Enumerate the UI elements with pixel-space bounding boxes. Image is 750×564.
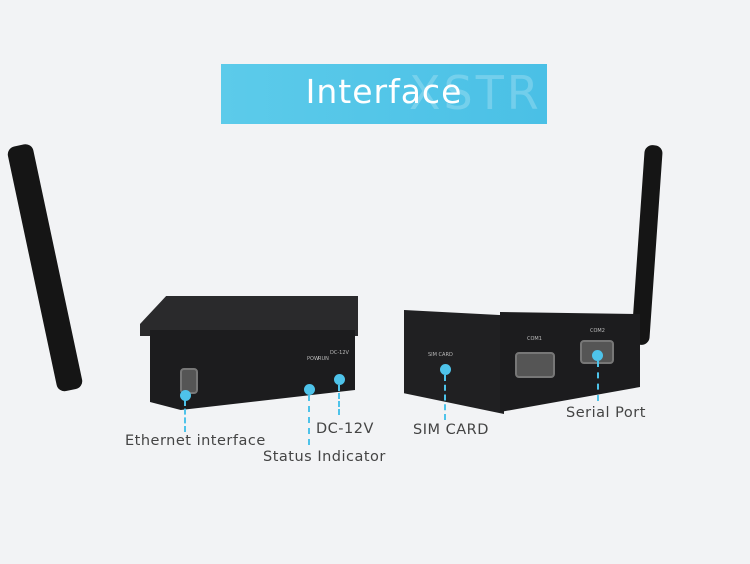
status-label: Status Indicator [263,449,386,465]
sim-marking: SIM CARD [428,352,453,358]
left-antenna [6,142,84,393]
serial-dot [592,350,603,361]
run-marking: RUN [318,356,329,362]
watermark: XSTR [409,66,542,120]
left-device-top [140,296,358,336]
status-line [308,395,310,445]
dc-label: DC-12V [316,421,374,437]
com2-marking: COM2 [590,328,605,334]
sim-dot [440,364,451,375]
dc-line [338,385,340,415]
sim-line [444,375,446,420]
ethernet-line [184,400,186,432]
dc-marking: DC-12V [330,350,349,356]
title-banner: XSTR Interface [221,64,547,124]
banner-title: Interface [305,72,463,111]
status-dot [304,384,315,395]
ethernet-dot [180,390,191,401]
pow-marking: POW [307,356,319,362]
dc-dot [334,374,345,385]
serial-line [597,361,599,401]
sim-label: SIM CARD [413,422,489,438]
serial-label: Serial Port [566,405,646,421]
ethernet-label: Ethernet interface [125,433,266,449]
com1-port [515,352,555,378]
com1-marking: COM1 [527,336,542,342]
right-device-side [404,310,504,414]
